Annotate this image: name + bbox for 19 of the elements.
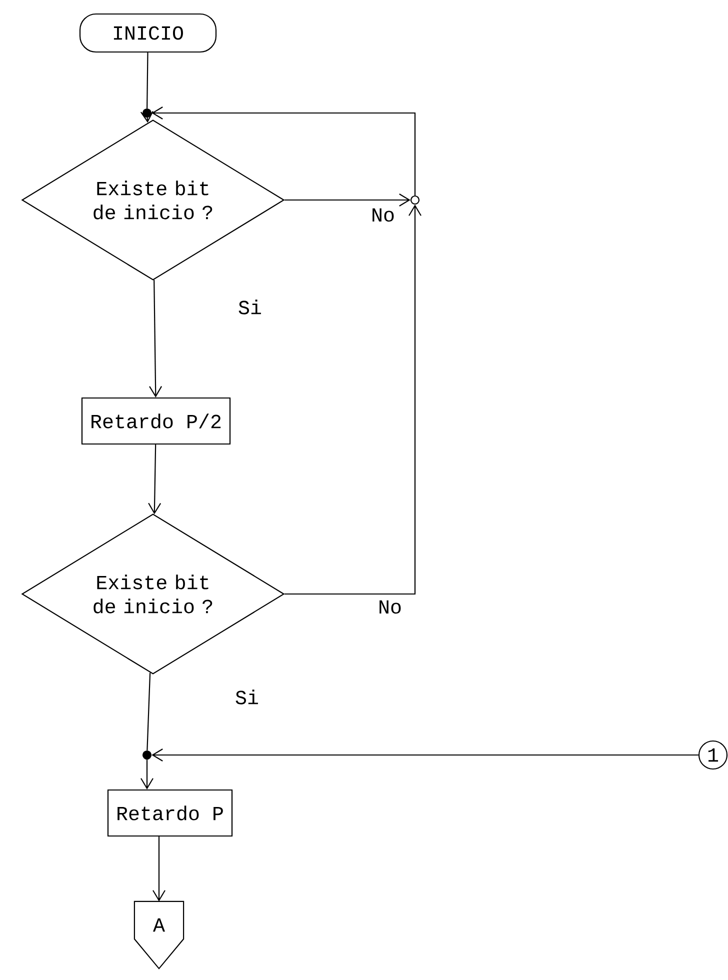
edge-label: No (372, 208, 394, 222)
arrow (152, 836, 166, 902)
process-box: Retardo P (107, 789, 233, 837)
arrow (152, 106, 416, 196)
process-box: Retardo P/2 (81, 397, 231, 445)
edge-label: Si (236, 690, 258, 704)
arrow (152, 748, 698, 762)
off-page-connector: A (134, 900, 184, 970)
edge-label: No (380, 600, 401, 614)
arrow (149, 280, 162, 398)
junction-dot (142, 108, 152, 118)
arrow (140, 760, 154, 790)
arrow (148, 444, 162, 514)
start-terminal: INICIO (79, 13, 217, 53)
junction-circle (410, 195, 420, 205)
arrow (284, 194, 410, 206)
arrow (284, 204, 422, 595)
junction-dot (142, 750, 152, 760)
edge-label: Si (238, 300, 261, 314)
